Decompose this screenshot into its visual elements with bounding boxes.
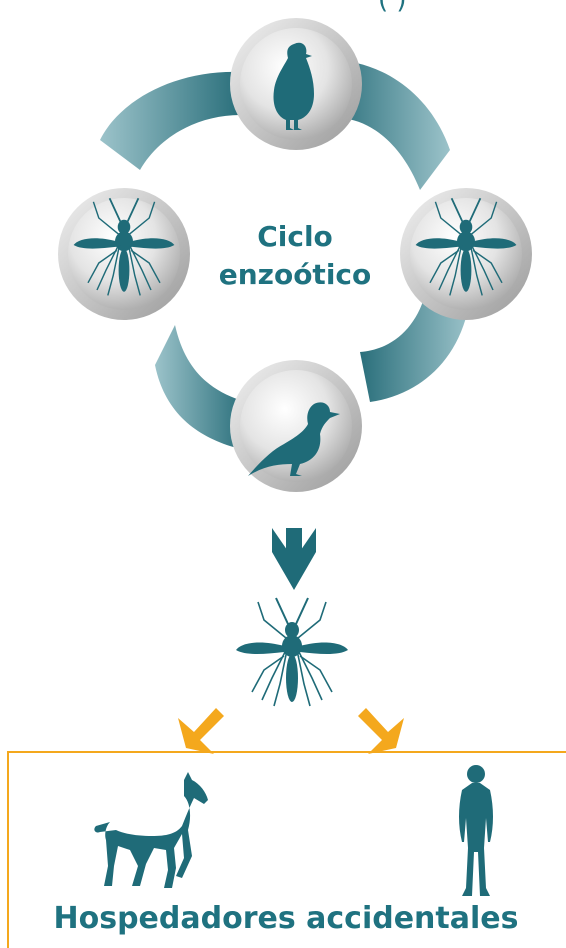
arrow-down-icon	[272, 528, 316, 590]
bridge-mosquito	[235, 597, 349, 707]
cycle-node-right	[400, 188, 532, 320]
human-icon	[459, 765, 493, 896]
hosts-title: Hospedadores accidentales	[54, 901, 519, 936]
mosquito-icon	[235, 597, 349, 707]
cycle-node-left	[58, 188, 190, 320]
cycle-arm-bottom-right	[360, 295, 470, 402]
cycle-arm-bottom-left	[155, 325, 245, 450]
cycle-title-line2: enzoótico	[219, 258, 372, 291]
cycle-node-bottom	[230, 360, 362, 492]
horse-host	[94, 772, 208, 888]
horse-icon	[94, 772, 208, 888]
cycle-node-top	[230, 18, 362, 150]
header-fragment: ( )	[378, 0, 407, 15]
cycle-title-line1: Ciclo	[257, 220, 333, 253]
orange-arrow-right-icon	[358, 708, 404, 754]
cycle-arm-top-left	[100, 71, 240, 170]
arrow-shaft	[286, 528, 302, 566]
orange-arrow-left-icon	[178, 708, 224, 754]
human-host	[459, 765, 493, 896]
hosts-bracket	[7, 751, 566, 948]
